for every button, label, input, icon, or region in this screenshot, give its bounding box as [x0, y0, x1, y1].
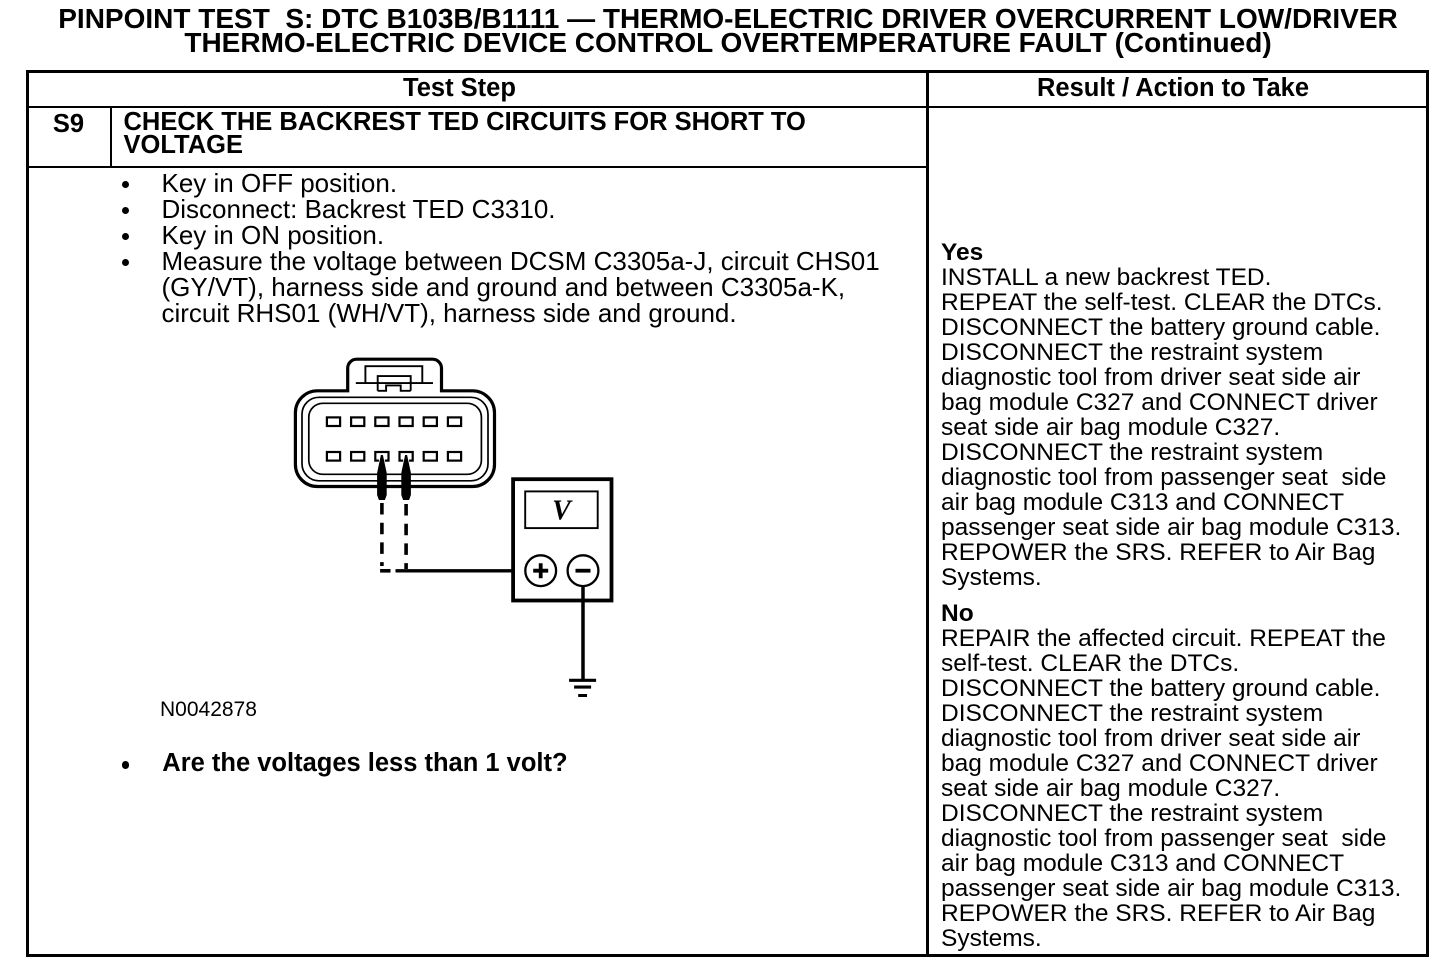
pin-cavity	[422, 416, 439, 428]
table-border-top	[26, 70, 1429, 73]
result-no-actions: REPAIR the affected circuit. REPEAT the …	[941, 625, 1402, 953]
page-title-line1: PINPOINT TEST S: DTC B103B/B1111 — THERM…	[58, 2, 1398, 34]
table-border-left	[26, 70, 29, 957]
pin-cavity	[422, 450, 439, 462]
connector-tab-lock	[376, 375, 412, 392]
connector-pins-top-row	[325, 416, 463, 428]
bullet-dot	[121, 761, 130, 769]
voltmeter: V	[511, 477, 614, 603]
plus-sign-icon	[533, 563, 549, 579]
column-header-test-step: Test Step	[403, 73, 516, 102]
step-heading-line2: VOLTAGE	[123, 130, 243, 159]
connector-inner-outline	[307, 402, 483, 476]
table-border-right	[1426, 70, 1429, 957]
result-no-label: No	[941, 600, 974, 628]
probe-tip	[401, 455, 411, 500]
ground-symbol	[569, 678, 597, 698]
connector-pins-bottom-row	[325, 450, 463, 462]
pin-cavity	[398, 416, 414, 428]
ground-connection	[569, 586, 597, 698]
step-heading-line1: CHECK THE BACKREST TED CIRCUITS FOR SHOR…	[123, 107, 806, 136]
test-step-question: Are the voltages less than 1 volt?	[162, 749, 568, 778]
pin-cavity	[325, 450, 342, 462]
bullet-dot	[121, 206, 130, 215]
pin-cavity	[350, 416, 366, 428]
pin-cavity	[325, 416, 342, 428]
table-column-divider	[926, 70, 929, 957]
bullet-dot	[121, 180, 130, 189]
step-id: S9	[52, 110, 85, 139]
step-id-divider	[110, 107, 113, 166]
test-probes	[377, 455, 411, 500]
pin-cavity	[446, 450, 463, 462]
pin-cavity	[350, 450, 366, 462]
step-row-separator	[26, 165, 928, 168]
voltmeter-volts-letter: V	[552, 496, 573, 527]
pin-cavity	[446, 416, 463, 428]
connector-outer-outline	[293, 357, 497, 489]
figure-reference-number: N0042878	[160, 698, 257, 721]
probe-tip	[377, 455, 387, 500]
result-yes-label: Yes	[941, 238, 984, 266]
pin-cavity	[374, 416, 390, 428]
step-heading: CHECK THE BACKREST TED CIRCUITS FOR SHOR…	[123, 107, 806, 159]
table-header-separator	[26, 105, 1429, 108]
connector-diagram	[293, 357, 526, 573]
test-step-instructions: Key in OFF position. Disconnect: Backres…	[161, 167, 880, 328]
voltmeter-display	[524, 490, 599, 530]
connector-tab-inner	[364, 365, 424, 384]
result-yes-actions: INSTALL a new backrest TED. REPEAT the s…	[941, 263, 1402, 591]
column-header-result-action: Result / Action to Take	[1036, 73, 1310, 102]
page-title-line2: THERMO-ELECTRIC DEVICE CONTROL OVERTEMPE…	[184, 26, 1272, 58]
table-border-bottom	[26, 954, 1429, 957]
connector-mid-outline	[301, 396, 489, 482]
bullet-dot	[121, 232, 130, 241]
bullet-dot	[121, 258, 130, 267]
